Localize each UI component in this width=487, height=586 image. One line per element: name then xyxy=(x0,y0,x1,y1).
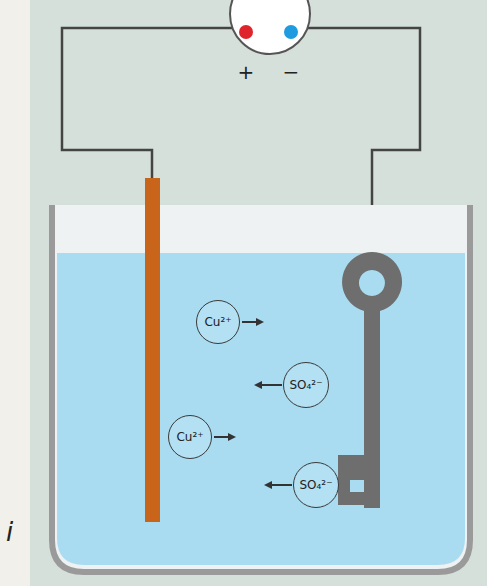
ion-formula: Cu²⁺ xyxy=(204,315,231,329)
ion-circle: SO₄²⁻ xyxy=(283,362,329,408)
negative-terminal xyxy=(284,25,298,39)
ion-arrow xyxy=(214,436,234,438)
ion-circle: SO₄²⁻ xyxy=(293,462,339,508)
ion-arrow xyxy=(266,484,292,486)
wire xyxy=(62,28,232,178)
ion-arrow xyxy=(242,321,262,323)
solution xyxy=(57,253,465,565)
terminal-sign: + xyxy=(238,60,255,84)
ion-formula: SO₄²⁻ xyxy=(289,378,322,392)
beaker xyxy=(52,205,470,572)
ion-formula: Cu²⁺ xyxy=(176,430,203,444)
ion-arrow xyxy=(256,384,282,386)
power-supply xyxy=(230,0,310,54)
ion-circle: Cu²⁺ xyxy=(168,415,212,459)
copper-electrode xyxy=(145,178,160,522)
positive-terminal xyxy=(239,25,253,39)
key xyxy=(338,252,402,508)
ion-circle: Cu²⁺ xyxy=(196,300,240,344)
terminal-sign: − xyxy=(283,60,300,84)
panel-background xyxy=(30,0,487,586)
note-letter: i xyxy=(6,517,13,547)
ion-formula: SO₄²⁻ xyxy=(299,478,332,492)
